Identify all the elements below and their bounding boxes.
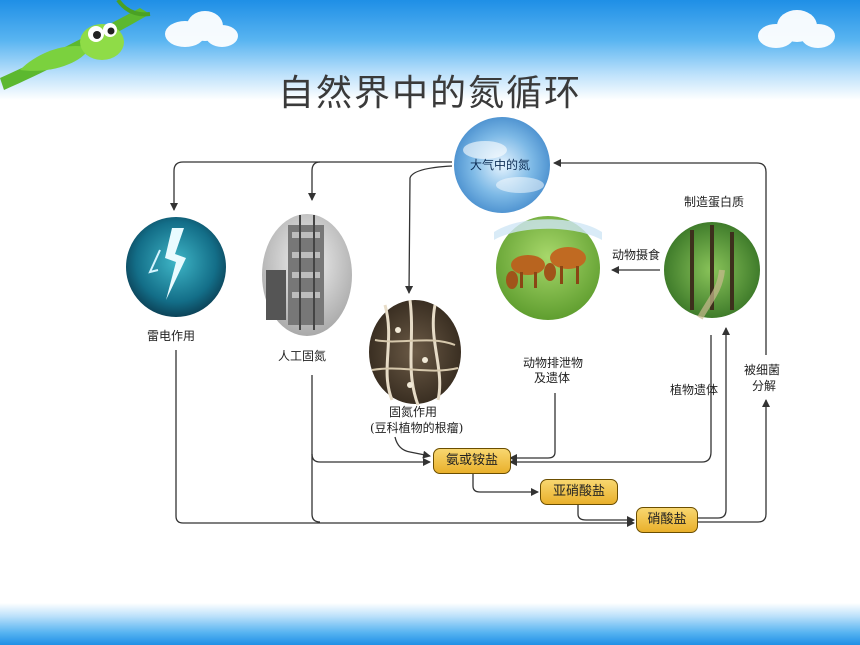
lightning-photo: [122, 213, 230, 321]
label-animal-waste: 动物排泄物: [523, 356, 584, 370]
arrow-to-fixation: [405, 165, 453, 294]
salt-box-nitrite: 亚硝酸盐: [540, 479, 618, 505]
arrow-fixation-to-ammonia: [394, 436, 431, 459]
root-nodule-photo: [365, 296, 465, 408]
label-plant-remains: 植物遗体: [670, 383, 719, 397]
cattle-photo: [492, 212, 604, 324]
cloud-icon: [165, 11, 238, 47]
label-lightning: 雷电作用: [147, 329, 196, 343]
label-bacteria: 被细菌: [744, 363, 781, 377]
label-atmosphere: 大气中的氮: [470, 158, 531, 172]
label-protein: 制造蛋白质: [684, 195, 745, 209]
label-bio-fixation-note: (豆科植物的根瘤): [370, 421, 464, 435]
label-animal-waste-2: 及遗体: [534, 371, 571, 385]
cloud-icon: [758, 10, 835, 48]
label-animal-intake: 动物摄食: [612, 248, 661, 262]
arrow-waste-to-ammonia: [509, 393, 556, 462]
slide-title: 自然界中的氮循环: [277, 73, 582, 114]
salt-box-ammonia: 氨或铵盐: [433, 448, 511, 474]
arrow-to-lightning: [170, 161, 452, 211]
frog-logo-icon: [0, 0, 151, 90]
label-bio-fixation: 固氮作用: [389, 405, 438, 419]
arrow-nitrate-to-bacteria: [697, 399, 770, 523]
salt-box-nitrate: 硝酸盐: [636, 507, 698, 533]
arrow-to-atmosphere: [553, 159, 767, 355]
arrow-lightning-to-nitrate: [175, 350, 635, 527]
forest-photo: [660, 218, 764, 322]
arrow-ammonia-to-nitrite: [472, 474, 539, 496]
arrow-remains-to-ammonia: [509, 335, 712, 466]
label-bacteria-2: 分解: [752, 379, 777, 393]
arrow-nitrate-to-protein: [697, 327, 730, 519]
atmosphere-photo: [450, 113, 554, 217]
arrow-nitrite-to-nitrate: [577, 504, 635, 524]
arrow-to-industrial: [308, 161, 321, 201]
label-industrial: 人工固氮: [278, 349, 327, 363]
bottom-sky-band: [0, 603, 860, 645]
factory-photo: [258, 210, 356, 340]
